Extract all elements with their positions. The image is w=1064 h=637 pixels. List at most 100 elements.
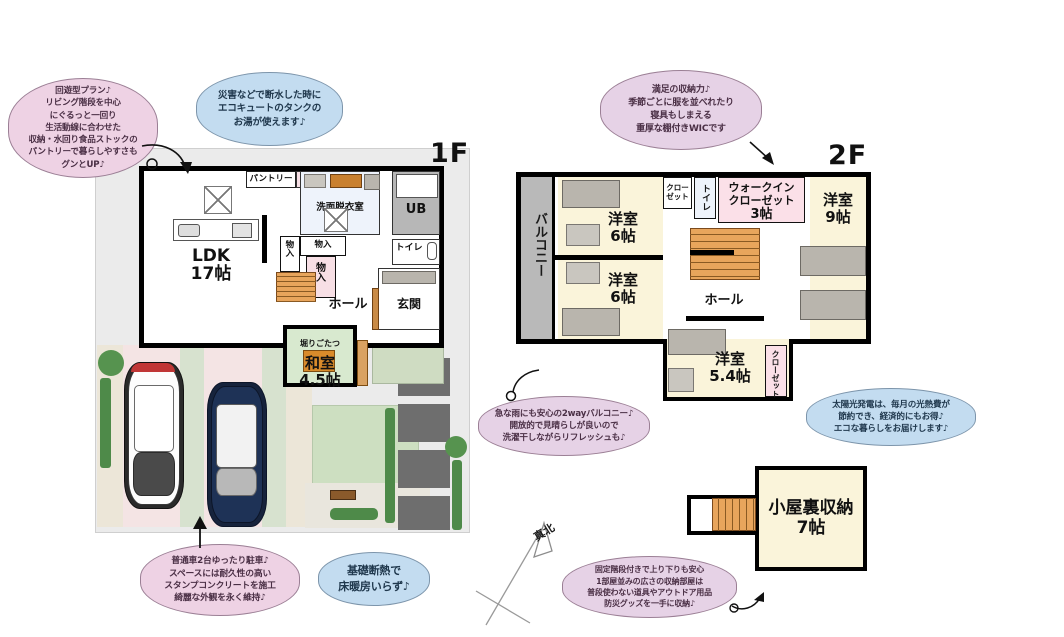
- car-white-roof: [134, 385, 174, 452]
- room-pantry: [246, 171, 296, 188]
- car-blue-rear-window: [216, 468, 257, 496]
- shrub: [98, 350, 124, 376]
- room-japanese-size: 4.5帖: [299, 371, 341, 390]
- bubble-storage-wic-text: 満足の収納力♪ 季節ごとに服を並べれたり 寝具もしまえる 重厚な棚付きWICです: [628, 85, 734, 134]
- sunken-kotatsu: [303, 350, 335, 372]
- room-japanese-name: 和室: [304, 354, 335, 372]
- kitchen-sink: [178, 224, 200, 237]
- north-arrow-icon: [475, 520, 553, 626]
- attic-staircase-treads: [712, 498, 756, 531]
- room-western-d-label: 洋室 5.4帖: [690, 350, 770, 386]
- closet-2f-d-label: クローゼット: [771, 350, 780, 398]
- bubble-foundation-text: 基礎断熱で 床暖房いらず♪: [338, 564, 410, 593]
- room-walk-in-closet: [718, 177, 805, 223]
- room-attic-storage-label: 小屋裏収納 7帖: [755, 498, 867, 539]
- sofa-d: [668, 368, 694, 392]
- entrance-step: [372, 288, 379, 330]
- room-wic-size: 3帖: [750, 207, 773, 223]
- wall-2f-hall-bottom: [686, 316, 764, 321]
- stepping-stone: [398, 450, 450, 488]
- bubble-kaiyu-plan: 回遊型プラン♪ リビング階段を中心 にぐるっと一回り 生活動線に合わせた 収納・…: [8, 63, 158, 178]
- sunken-kotatsu-label: 堀りごたつ: [300, 339, 340, 348]
- room-washroom-label: 洗面脱衣室: [300, 203, 380, 213]
- washroom-vanity: [304, 174, 326, 188]
- bubble-storage-wic: 満足の収納力♪ 季節ごとに服を並べれたり 寝具もしまえる 重厚な棚付きWICです: [600, 58, 762, 150]
- room-western-c-name: 洋室: [822, 191, 853, 209]
- floor-label-1f: 1F: [430, 138, 470, 169]
- bubble-ecocute-text: 災害などで断水した時に エコキュートのタンクの お湯が使えます♪: [217, 89, 322, 128]
- japanese-room-tokonoma: [357, 340, 368, 386]
- room-ldk-name: LDK: [191, 246, 231, 266]
- room-balcony: [521, 177, 555, 339]
- room-toilet-2f-label: トイレ: [700, 184, 710, 211]
- closet-mono-3-label: 物入: [313, 262, 325, 282]
- bubble-parking: 普通車2台ゆったり駐車♪ スペースには耐久性の高い スタンプコンクリートを施工 …: [140, 533, 300, 616]
- closet-2f-a-label: クローゼット: [666, 183, 689, 201]
- room-hall-1f-label: ホール: [328, 297, 368, 312]
- room-western-c-size: 9帖: [825, 208, 851, 227]
- bubble-wic-pointer-icon: [749, 141, 774, 165]
- room-toilet-1f-label: トイレ: [395, 243, 423, 253]
- room-western-d-name: 洋室: [714, 350, 745, 368]
- bed-d: [668, 329, 726, 355]
- bubble-parking-text: 普通車2台ゆったり駐車♪ スペースには耐久性の高い スタンプコンクリートを施工 …: [164, 556, 276, 604]
- shoe-cabinet: [382, 271, 436, 284]
- table-a: [566, 224, 600, 246]
- bubble-foundation: 基礎断熱で 床暖房いらず♪: [318, 544, 430, 606]
- bubble-attic-pointer-icon: [729, 592, 764, 613]
- wall-ldk-kitchen-partition: [262, 215, 267, 263]
- closet-2f-d: [765, 345, 787, 397]
- kitchen-stove: [232, 223, 252, 238]
- room-western-a-label: 洋室 6帖: [585, 210, 661, 246]
- hedge-row-left: [100, 378, 111, 468]
- shrub: [445, 436, 467, 458]
- kitchen-cabinet-x1: [204, 186, 232, 214]
- bubble-ecocute: 災害などで断水した時に エコキュートのタンクの お湯が使えます♪: [196, 61, 343, 146]
- room-attic-size: 7帖: [796, 518, 826, 539]
- driveway-strip-2: [180, 345, 204, 527]
- bed-a: [562, 180, 620, 208]
- car-white-rear-window: [133, 452, 175, 496]
- bubble-solar-text: 太陽光発電は、毎月の光熱費が 節約でき、経済的にもお得♪ エコな暮らしをお届けし…: [832, 399, 950, 435]
- car-white-accent: [131, 363, 175, 372]
- staircase-1f-treads: [276, 272, 316, 302]
- room-hall-2f-label: ホール: [704, 293, 744, 308]
- room-western-b-name: 洋室: [607, 271, 638, 289]
- bubble-attic-text: 固定階段付きで上り下りも安心 1部屋並みの広さの収納部屋は 普段使わない道具やア…: [587, 565, 712, 609]
- washroom-box-x: [324, 208, 348, 232]
- toilet-fixture-1f: [427, 242, 437, 260]
- staircase-2f-rail: [690, 250, 734, 255]
- room-wic-name: ウォークインクローゼット: [728, 181, 795, 208]
- wall-2f-between-a-b: [555, 255, 663, 260]
- bathtub: [396, 174, 438, 198]
- room-pantry-label: パントリー: [249, 174, 293, 184]
- room-western-b-label: 洋室 6帖: [585, 271, 661, 307]
- bubble-kaiyu-pointer-icon: [141, 144, 192, 174]
- room-japanese-label: 和室 4.5帖: [283, 354, 357, 390]
- room-ldk-size: 17帖: [190, 263, 232, 284]
- hedge-row-far-right: [452, 460, 462, 530]
- closet-mono-2: [300, 236, 346, 256]
- table-b: [566, 262, 600, 284]
- room-toilet-2f: [694, 177, 716, 219]
- washing-machine: [364, 174, 380, 190]
- room-attic-name: 小屋裏収納: [768, 498, 854, 518]
- bubble-balcony-pointer-icon: [505, 369, 540, 402]
- room-entrance-label: 玄関: [396, 297, 421, 311]
- closet-mono-2-label: 物入: [314, 240, 332, 250]
- bubble-solar: 太陽光発電は、毎月の光熱費が 節約でき、経済的にもお得♪ エコな暮らしをお届けし…: [806, 380, 976, 446]
- room-unit-bath-label: UB: [405, 202, 427, 217]
- stepping-stone: [398, 496, 450, 530]
- room-western-c-label: 洋室 9帖: [806, 191, 870, 227]
- floor-label-2f: 2F: [828, 140, 868, 171]
- room-ldk-label: LDK 17帖: [176, 246, 246, 284]
- bed-c1: [800, 246, 866, 276]
- room-walk-in-closet-label: ウォークインクローゼット 3帖: [718, 181, 805, 223]
- room-western-a-size: 6帖: [610, 227, 636, 246]
- bubble-balcony-2way-text: 急な雨にも安心の2wayバルコニー♪ 開放的で見晴らしが良いので 洗濯干しながら…: [494, 408, 634, 444]
- closet-mono-1-label: 物入: [283, 240, 294, 257]
- stepping-stone: [398, 404, 450, 442]
- bed-b: [562, 308, 620, 336]
- room-attic-storage: [755, 466, 867, 571]
